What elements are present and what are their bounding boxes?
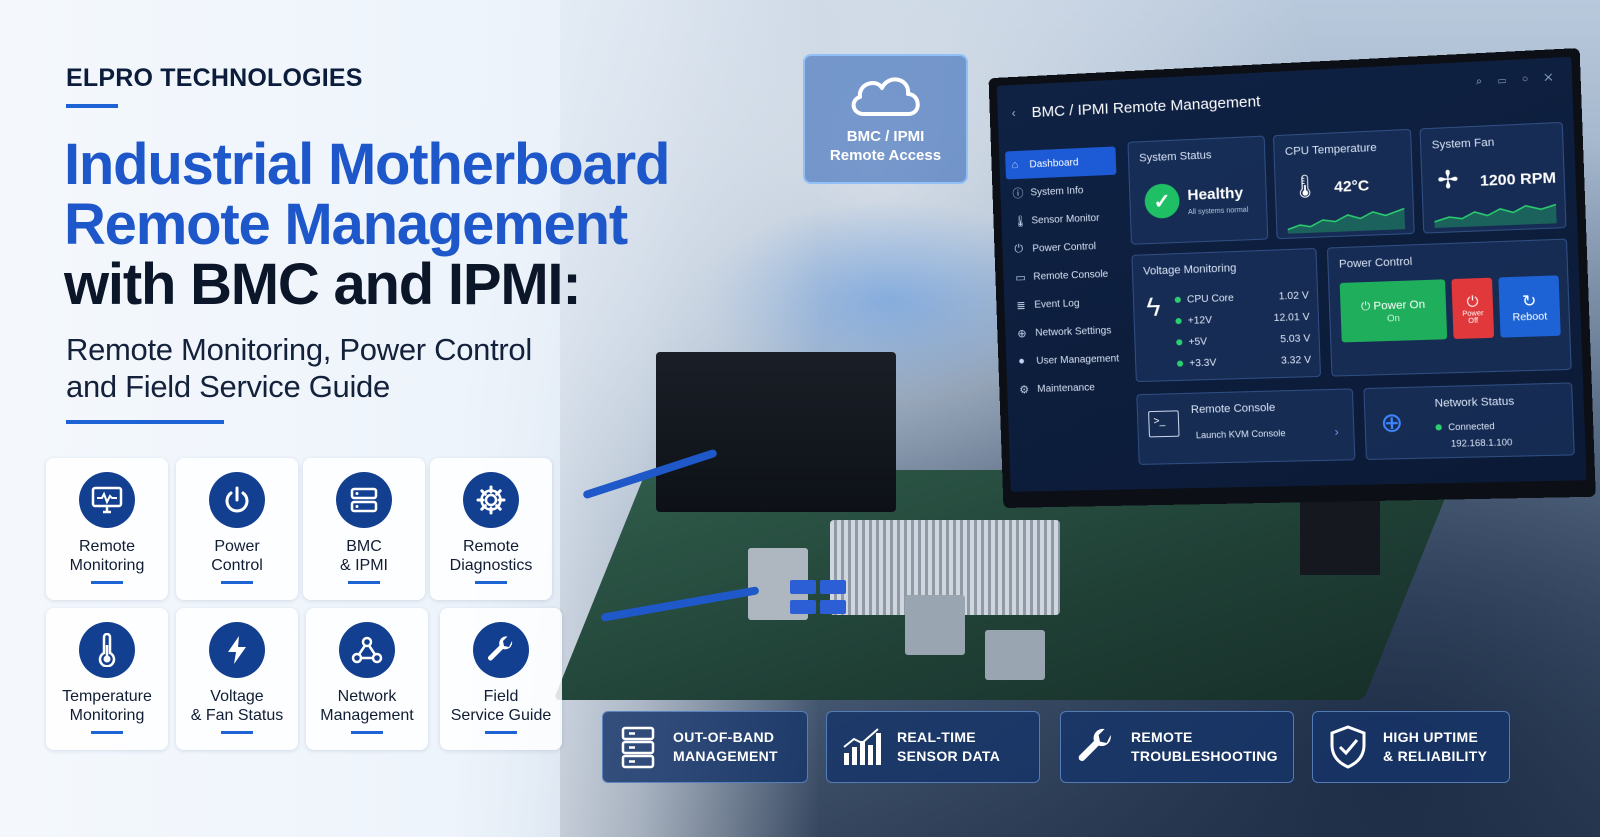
cloud-label-1: BMC / IPMI	[805, 127, 966, 146]
nav-system-info[interactable]: ⓘSystem Info	[1006, 175, 1117, 208]
system-status-card: System Status ✓ Healthy All systems norm…	[1127, 136, 1268, 245]
banner-out-of-band: OUT-OF-BANDMANAGEMENT	[602, 711, 808, 783]
feature-temperature-monitoring: TemperatureMonitoring	[46, 608, 168, 750]
cpu-temperature-card: CPU Temperature 🌡 42°C	[1273, 129, 1415, 239]
monitor-stand	[1300, 495, 1380, 575]
feature-power-control: PowerControl	[176, 458, 298, 600]
check-icon: ✓	[1144, 183, 1180, 219]
power-on-button[interactable]: ⏻ Power On On	[1340, 279, 1448, 342]
fan-icon: ✢	[1437, 165, 1459, 196]
power-icon: ⏻	[1466, 292, 1478, 310]
power-icon: ⏻	[1014, 242, 1032, 256]
terminal-icon: >_	[1148, 410, 1179, 437]
banner-remote-troubleshooting: REMOTETROUBLESHOOTING	[1060, 711, 1294, 783]
feature-network-management: NetworkManagement	[306, 608, 428, 750]
log-icon: ≣	[1016, 298, 1034, 312]
nav-power-control[interactable]: ⏻Power Control	[1008, 231, 1119, 263]
system-fan-card: System Fan ✢ 1200 RPM	[1419, 122, 1566, 234]
subheadline-underline	[66, 420, 224, 424]
cloud-label-2: Remote Access	[805, 146, 966, 165]
brand-underline	[66, 104, 118, 108]
headline-line-3: with BMC and IPMI:	[64, 256, 580, 314]
user-icon: ●	[1018, 355, 1036, 368]
thermometer-icon: 🌡	[1013, 214, 1031, 228]
home-icon: ⌂	[1011, 158, 1029, 171]
bmc-dashboard: ‹ BMC / IPMI Remote Management ⌕ ▭ ○ ✕ ⌂…	[997, 57, 1587, 492]
window-controls-icon[interactable]: ⌕ ▭ ○ ✕	[1476, 72, 1559, 87]
lightning-icon: ϟ	[1146, 291, 1161, 323]
headline-line-1: Industrial Motherboard	[64, 136, 669, 194]
refresh-icon: ↻	[1522, 290, 1537, 311]
nav-event-log[interactable]: ≣Event Log	[1010, 288, 1121, 320]
usb-port	[820, 580, 846, 594]
subheadline-line-2: and Field Service Guide	[66, 369, 390, 405]
voltage-row: CPU Core1.02 V	[1175, 290, 1309, 306]
voltage-row: +5V5.03 V	[1176, 333, 1310, 348]
power-control-card: Power Control ⏻ Power On On ⏻ Power Off …	[1327, 239, 1572, 377]
thermometer-icon: 🌡	[1290, 173, 1320, 201]
shield-check-icon	[1313, 725, 1383, 769]
wrench-icon	[473, 622, 529, 678]
feature-bmc-ipmi: BMC& IPMI	[303, 458, 425, 600]
server-icon	[336, 472, 392, 528]
power-icon	[209, 472, 265, 528]
nav-sensor-monitor[interactable]: 🌡Sensor Monitor	[1007, 203, 1118, 236]
dashboard-nav: ⌂Dashboard ⓘSystem Info 🌡Sensor Monitor …	[1005, 146, 1124, 403]
thermometer-icon	[79, 622, 135, 678]
dashboard-title: BMC / IPMI Remote Management	[1031, 93, 1260, 121]
info-icon: ⓘ	[1012, 184, 1031, 201]
reboot-button[interactable]: ↻ Reboot	[1498, 275, 1560, 337]
globe-icon: ⊕	[1017, 326, 1035, 340]
monitor-icon	[79, 472, 135, 528]
cloud-icon	[844, 66, 928, 122]
bar-chart-icon	[827, 727, 897, 767]
banner-real-time-sensor: REAL-TIMESENSOR DATA	[826, 711, 1040, 783]
power-icon: ⏻ Power On	[1361, 298, 1425, 314]
embedded-pc	[656, 352, 896, 512]
network-status-card: ⊕ Network Status Connected 192.168.1.100	[1363, 382, 1574, 460]
fan-sparkline	[1434, 198, 1557, 228]
feature-remote-monitoring: RemoteMonitoring	[46, 458, 168, 600]
remote-console-card[interactable]: >_ Remote Console Launch KVM Console ›	[1136, 388, 1355, 465]
voltage-monitoring-card: Voltage Monitoring ϟ CPU Core1.02 V +12V…	[1131, 248, 1321, 382]
gear-icon	[463, 472, 519, 528]
banner-high-uptime: HIGH UPTIME& RELIABILITY	[1312, 711, 1510, 783]
feature-remote-diagnostics: RemoteDiagnostics	[430, 458, 552, 600]
nav-network-settings[interactable]: ⊕Network Settings	[1011, 316, 1122, 348]
terminal-icon: ▭	[1015, 270, 1033, 284]
feature-field-service-guide: FieldService Guide	[440, 608, 562, 750]
usb-port	[790, 580, 816, 594]
serial-port	[905, 595, 965, 655]
globe-icon: ⊕	[1380, 407, 1404, 439]
monitor: ‹ BMC / IPMI Remote Management ⌕ ▭ ○ ✕ ⌂…	[989, 48, 1596, 508]
network-state: Connected	[1435, 421, 1495, 433]
power-off-button[interactable]: ⏻ Power Off	[1451, 278, 1494, 339]
brand-name: ELPRO TECHNOLOGIES	[66, 64, 363, 93]
usb-port	[790, 600, 816, 614]
gear-icon: ⚙	[1019, 382, 1037, 396]
serial-port	[985, 630, 1045, 680]
nav-user-management[interactable]: ●User Management	[1012, 344, 1123, 375]
voltage-row: +3.3V3.32 V	[1177, 355, 1311, 370]
chevron-right-icon: ›	[1334, 425, 1339, 439]
subheadline-line-1: Remote Monitoring, Power Control	[66, 332, 532, 368]
nav-maintenance[interactable]: ⚙Maintenance	[1013, 372, 1125, 403]
usb-port	[820, 600, 846, 614]
temperature-sparkline	[1287, 204, 1405, 233]
network-icon	[339, 622, 395, 678]
launch-kvm-link[interactable]: Launch KVM Console	[1196, 428, 1286, 440]
feature-voltage-fan-status: Voltage& Fan Status	[176, 608, 298, 750]
cloud-access-badge: BMC / IPMI Remote Access	[803, 54, 968, 184]
server-icon	[603, 725, 673, 769]
network-ip: 192.168.1.100	[1451, 437, 1513, 449]
back-icon[interactable]: ‹	[1011, 106, 1015, 120]
wrench-icon	[1061, 727, 1131, 767]
headline-line-2: Remote Management	[64, 196, 627, 254]
lightning-icon	[209, 622, 265, 678]
nav-remote-console[interactable]: ▭Remote Console	[1009, 259, 1120, 291]
voltage-row: +12V12.01 V	[1175, 312, 1309, 328]
